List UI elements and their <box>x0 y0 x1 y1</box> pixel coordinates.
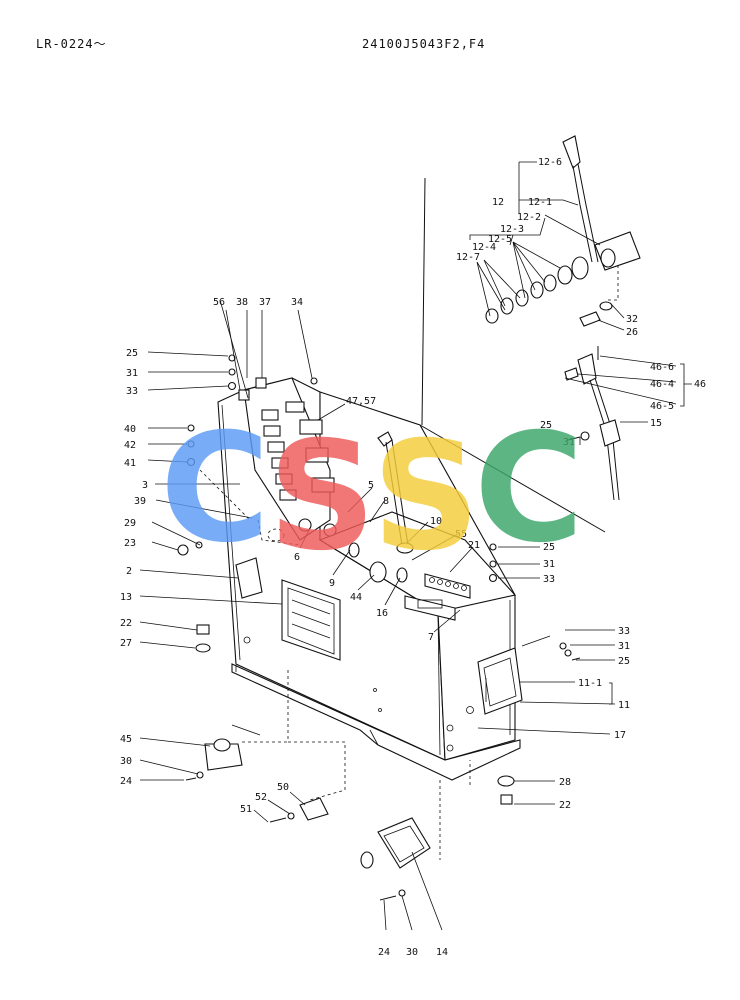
callout-55: 55 <box>455 529 467 540</box>
callout-25-right: 25 <box>540 420 552 431</box>
callout-29: 29 <box>124 518 136 529</box>
callout-28: 28 <box>559 777 571 788</box>
callout-25-low: 25 <box>618 656 630 667</box>
callout-33-top: 33 <box>126 386 138 397</box>
callout-56: 56 <box>213 297 225 308</box>
callout-25-mid: 25 <box>543 542 555 553</box>
callout-12-4: 12-4 <box>472 242 496 253</box>
callout-12-5: 12-5 <box>488 234 512 245</box>
callout-14: 14 <box>436 947 448 958</box>
callout-47-57: 47,57 <box>346 396 376 407</box>
callout-27: 27 <box>120 638 132 649</box>
callout-33-mid: 33 <box>543 574 555 585</box>
callout-41: 41 <box>124 458 136 469</box>
callout-46-4: 46-4 <box>650 379 674 390</box>
callout-50: 50 <box>277 782 289 793</box>
model-range-label: LR-0224〜 <box>36 37 107 51</box>
bottom-component-14 <box>360 780 441 901</box>
lever-assembly-12 <box>485 135 641 327</box>
callout-30-left: 30 <box>120 756 132 767</box>
callout-7: 7 <box>428 632 434 643</box>
callout-16: 16 <box>376 608 388 619</box>
callout-24-left: 24 <box>120 776 132 787</box>
callout-46-6: 46-6 <box>650 362 674 373</box>
callout-31-right: 31 <box>563 437 575 448</box>
watermark-letter-4: C <box>474 402 584 576</box>
watermark: C S S C <box>160 402 584 584</box>
left-components <box>177 469 346 823</box>
callout-21: 21 <box>468 540 480 551</box>
callout-44: 44 <box>350 592 362 603</box>
right-hardware <box>186 354 581 805</box>
inspection-panel <box>281 579 341 661</box>
callout-31-top: 31 <box>126 368 138 379</box>
watermark-letter-3: S <box>372 410 480 584</box>
callout-46-5: 46-5 <box>650 401 674 412</box>
callout-12-6: 12-6 <box>538 157 562 168</box>
callout-11: 11 <box>618 700 630 711</box>
console-lever <box>348 431 414 583</box>
callout-46: 46 <box>694 379 706 390</box>
callout-12-2: 12-2 <box>517 212 541 223</box>
callout-40: 40 <box>124 424 136 435</box>
callout-2: 2 <box>126 566 132 577</box>
callout-26: 26 <box>626 327 638 338</box>
callout-3: 3 <box>142 480 148 491</box>
callout-24-bottom: 24 <box>378 947 390 958</box>
callout-22-left: 22 <box>120 618 132 629</box>
callout-labels: 12-6 12 12-1 12-2 12-3 12-5 12-4 12-7 32… <box>120 157 706 958</box>
callout-11-1: 11-1 <box>578 678 602 689</box>
callout-17: 17 <box>614 730 626 741</box>
callout-30-bottom: 30 <box>406 947 418 958</box>
callout-34: 34 <box>291 297 303 308</box>
callout-10: 10 <box>430 516 442 527</box>
callout-31-mid: 31 <box>543 559 555 570</box>
side-cover-11 <box>477 647 523 715</box>
callout-45: 45 <box>120 734 132 745</box>
callout-6: 6 <box>294 552 300 563</box>
callout-31-low: 31 <box>618 641 630 652</box>
callout-38: 38 <box>236 297 248 308</box>
callout-8: 8 <box>383 496 389 507</box>
callout-12-1: 12-1 <box>528 197 552 208</box>
callout-39: 39 <box>134 496 146 507</box>
callout-32: 32 <box>626 314 638 325</box>
part-number-label: 24100J5043F2,F4 <box>362 37 485 51</box>
callout-42: 42 <box>124 440 136 451</box>
callout-15: 15 <box>650 418 662 429</box>
switch-panel <box>261 401 337 537</box>
callout-12-3: 12-3 <box>500 224 524 235</box>
callout-37: 37 <box>259 297 271 308</box>
callout-52: 52 <box>255 792 267 803</box>
callout-12: 12 <box>492 197 504 208</box>
fuse-block <box>404 573 471 621</box>
lever-assembly-46 <box>564 346 621 501</box>
callout-12-7: 12-7 <box>456 252 480 263</box>
watermark-letter-1: C <box>160 402 270 576</box>
callout-13: 13 <box>120 592 132 603</box>
callout-23: 23 <box>124 538 136 549</box>
callout-25-top: 25 <box>126 348 138 359</box>
callout-22-right: 22 <box>559 800 571 811</box>
callout-9: 9 <box>329 578 335 589</box>
leader-lines <box>139 161 692 931</box>
callout-33-low: 33 <box>618 626 630 637</box>
watermark-letter-2: S <box>268 410 376 584</box>
callout-51: 51 <box>240 804 252 815</box>
callout-5: 5 <box>368 480 374 491</box>
